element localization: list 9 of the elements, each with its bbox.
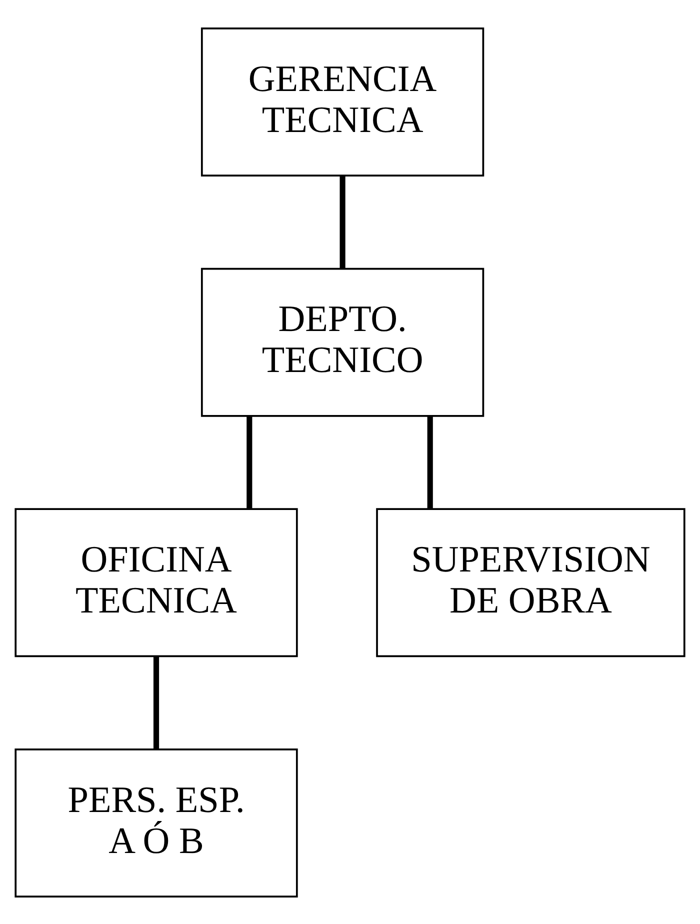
node-box: OFICINA TECNICA: [14, 508, 298, 657]
connector: [246, 416, 252, 508]
connector: [153, 656, 160, 748]
node-box: PERS. ESP. A Ó B: [14, 748, 298, 897]
node-box: GERENCIA TECNICA: [200, 27, 484, 176]
connector: [340, 176, 346, 268]
node-box: DEPTO. TECNICO: [200, 267, 484, 416]
node-box: SUPERVISION DE OBRA: [376, 508, 686, 657]
connector: [427, 416, 433, 508]
